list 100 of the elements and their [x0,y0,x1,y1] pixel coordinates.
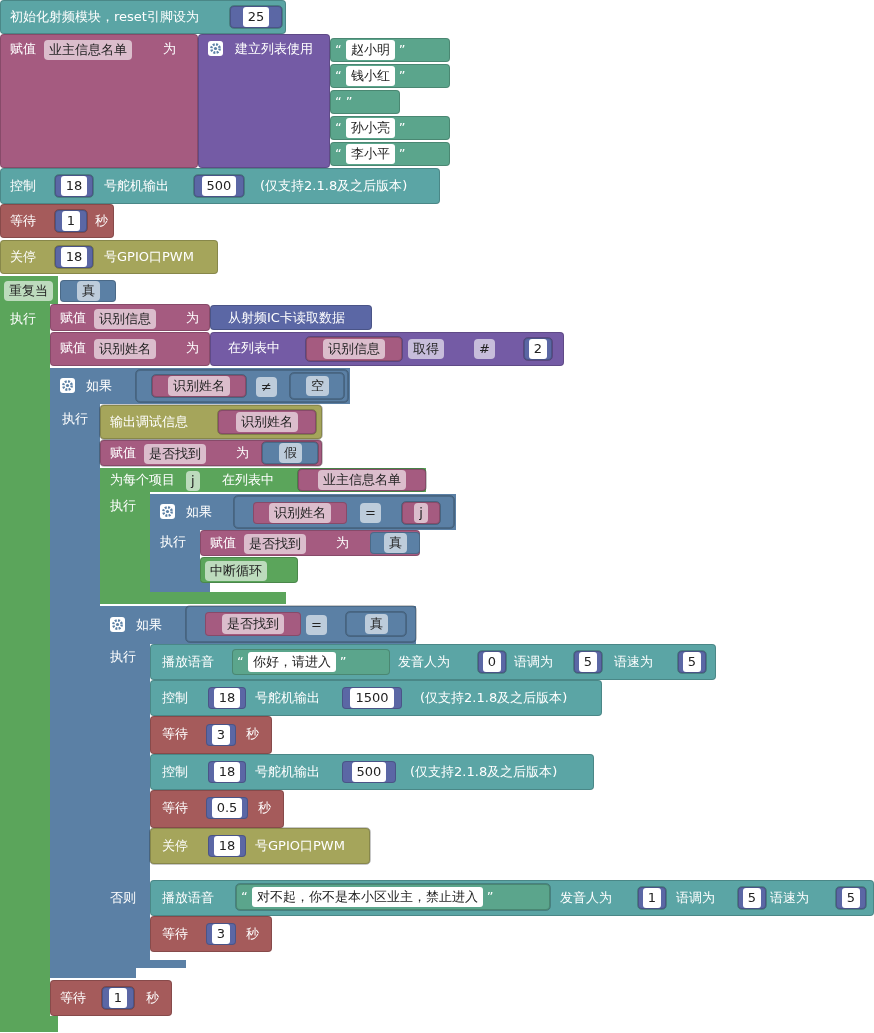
block-label: 输出调试信息 [110,413,188,431]
logic-block [136,370,348,402]
number-field: 0 [482,652,502,672]
text-block [330,116,450,140]
number-block [194,175,244,197]
block-label: 号舵机输出 [255,689,320,707]
number-block [342,761,396,783]
text-block [330,142,450,166]
dropdown-field: 识别姓名 [269,503,331,523]
quote-mark: ” [398,41,406,59]
block-label: 语调为 [676,889,715,907]
quote-mark: “ [335,41,342,59]
block-label: 为 [186,308,199,327]
text-block [236,884,550,910]
dropdown-field: 业主信息名单 [44,40,132,60]
dropdown-field: 真 [364,614,388,634]
block-label: 关停 [162,837,188,855]
block-label: 秒 [146,989,159,1007]
block-label: 为 [163,40,176,58]
block-label: (仅支持2.1.8及之后版本) [410,763,558,781]
block-label: 执行 [62,410,88,428]
quote-mark: “ [335,67,342,85]
number-block [55,246,93,268]
block-label: 秒 [246,725,259,743]
text-field: 李小平 [345,144,395,164]
list-block [210,332,564,366]
block-label: 控制 [10,177,36,195]
dropdown-field: 取得 [408,339,444,359]
block-label: 建立列表使用 [235,40,313,58]
number-field: 18 [213,762,241,782]
statement-block [100,405,322,439]
block-label: 如果 [86,377,112,395]
number-field: 18 [213,836,241,856]
text-block [330,38,450,62]
number-field: 18 [60,176,88,196]
number-block [836,887,866,909]
text-block [232,649,390,675]
number-field: 500 [201,176,237,196]
number-field: 0.5 [211,798,243,818]
block-label: 秒 [258,799,271,817]
text-field: 赵小明 [345,40,395,60]
dropdown-field: # [474,339,495,359]
dropdown-field: 真 [383,533,407,553]
number-block [230,6,282,28]
block-label: 执行 [160,533,186,551]
block-label: 关停 [10,248,36,266]
logic-block [346,612,406,636]
number-field: 5 [682,652,702,672]
block-label: 秒 [246,925,259,943]
block-label: 赋值 [110,444,136,462]
quote-mark: “ [241,888,248,906]
block-label: 赋值 [10,40,36,58]
statement-block [150,828,370,864]
block-label: 秒 [95,212,108,230]
block-label: 控制 [162,689,188,707]
list-block [198,34,330,168]
dropdown-field: 是否找到 [244,534,306,554]
dropdown-field: 空 [305,376,329,396]
block-label: 播放语音 [162,653,214,671]
number-field: 1 [642,888,662,908]
block-label: 在列表中 [222,471,274,489]
block-label: 发音人为 [560,889,612,907]
text-block [330,90,400,114]
text-field: 孙小亮 [345,118,395,138]
block-label: 号舵机输出 [104,177,169,195]
variable-block [402,502,440,524]
quote-mark: ” [398,67,406,85]
dropdown-field: 是否找到 [144,444,206,464]
block-label: 在列表中 [228,339,280,357]
number-field: 1500 [350,688,394,708]
variable-block [306,337,402,361]
number-field: 18 [213,688,241,708]
block-label: (仅支持2.1.8及之后版本) [420,689,568,707]
dropdown-field: 是否找到 [222,614,284,634]
number-field: 3 [211,725,231,745]
loop-block [0,276,58,1032]
logic-block [290,373,344,399]
dropdown-field: 业主信息名单 [318,470,406,490]
block-label: 赋值 [60,308,86,327]
block-label: 控制 [162,763,188,781]
block-label: 如果 [186,503,212,521]
block-label: 执行 [110,497,136,515]
variable-block [205,612,301,636]
wait-block [0,204,114,238]
dropdown-field: 真 [76,281,100,301]
block-label: 赋值 [60,339,86,357]
number-block [342,687,402,709]
quote-mark: “ [335,93,342,111]
variable-block [218,410,316,434]
block-label: 语速为 [614,653,653,671]
wait-block [50,980,172,1016]
statement-block [0,240,218,274]
quote-mark: ” [345,93,353,111]
logic-block [60,280,116,302]
dropdown-field: j [186,471,200,491]
block-label: 等待 [10,212,36,230]
block-label: 如果 [136,616,162,634]
block-label: 初始化射频模块，reset引脚设为 [10,8,199,26]
block-label: (仅支持2.1.8及之后版本) [260,177,408,195]
dropdown-field: 识别姓名 [236,412,298,432]
